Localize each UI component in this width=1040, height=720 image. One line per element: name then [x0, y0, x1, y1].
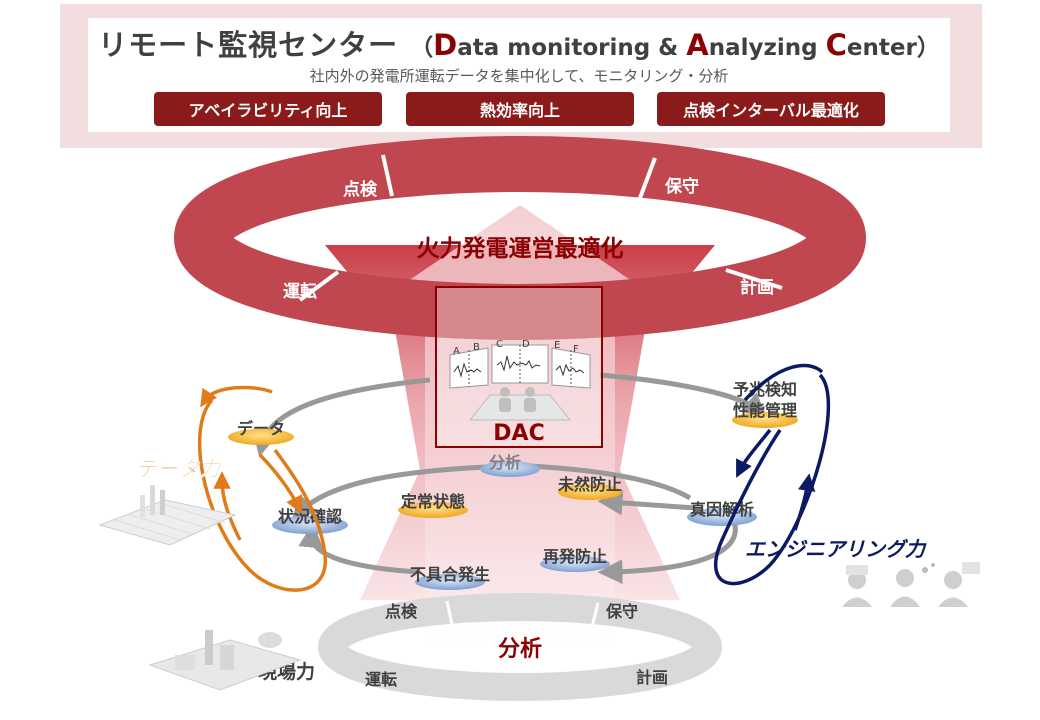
orange-loop-arrow: [213, 471, 242, 541]
orange-loop-top: [200, 385, 273, 408]
top-ring-divider: [298, 270, 340, 302]
node-label-performance-management: 性能管理: [733, 401, 797, 420]
data-grid-illustration: [98, 485, 237, 546]
capability-data-label: データ力: [136, 457, 222, 481]
bottom-ring-divider: [445, 600, 454, 626]
dac-panel-letter-f: F: [573, 344, 579, 355]
page-title: リモート監視センター （Data monitoring & Analyzing C…: [88, 22, 950, 64]
engineering-capability-loop: [714, 363, 830, 586]
title-paren-close: ）: [916, 35, 940, 61]
node-label-failure-occurrence: 不具合発生: [410, 565, 490, 584]
orange-loop-outer: [197, 398, 327, 592]
engineers-illustration: [842, 562, 980, 607]
bottom-ring: 点検 保守 運転 計画 分析: [318, 593, 722, 701]
top-ring-divider: [725, 268, 783, 290]
top-ring-band: [174, 136, 866, 340]
navy-loop-outer: [714, 373, 830, 586]
cycle-arrows: [252, 372, 768, 585]
title-letter-a: A: [686, 28, 709, 62]
data-capability-loop: [197, 385, 327, 592]
node-status-check-marker: [272, 516, 348, 534]
goal-thermal-efficiency: 熱効率向上: [406, 92, 634, 126]
cycle-arrow: [597, 490, 696, 516]
navy-loop-top: [743, 363, 824, 402]
dac-panel-letter-d: D: [522, 339, 530, 350]
navy-loop-arrow: [793, 473, 816, 531]
top-ring-divider: [381, 154, 394, 197]
dac-operator: [500, 387, 510, 397]
dac-waveform: [453, 362, 482, 378]
node-prevention-marker: [558, 484, 622, 500]
title-english: （Data monitoring & Analyzing Center）: [410, 28, 940, 62]
node-label-root-cause: 真因解析: [690, 500, 754, 519]
header-box: リモート監視センター （Data monitoring & Analyzing C…: [88, 18, 950, 132]
dac-panel-letter-c: C: [496, 339, 503, 350]
top-ring-center-title: 火力発電運営最適化: [417, 235, 624, 262]
capability-engineering-label: エンジニアリング力: [745, 537, 927, 561]
dac-panel-letter-b: B: [473, 342, 480, 353]
dac-label: DAC: [493, 421, 544, 446]
node-failure-marker: [415, 574, 485, 590]
dac-operator: [525, 387, 535, 397]
top-ring-label-inspection: 点検: [343, 179, 378, 200]
plant-illustration: [148, 630, 302, 691]
node-recurrence-marker: [540, 556, 610, 572]
title-letter-c: C: [825, 28, 847, 62]
top-ring-label-planning: 計画: [740, 277, 774, 298]
node-label-status-check: 状況確認: [278, 507, 342, 526]
title-letter-d: D: [433, 28, 458, 62]
dac-box: A B C D E F DAC: [435, 286, 603, 448]
node-label-data: データ: [237, 419, 285, 438]
title-word-analyzing: nalyzing: [708, 35, 826, 61]
top-ring-label-maintenance: 保守: [664, 176, 699, 197]
dac-desk: [468, 394, 572, 421]
node-steady-state-marker: [398, 502, 468, 518]
top-ring-divider: [638, 157, 657, 199]
node-root-cause-marker: [687, 508, 757, 526]
title-word-center: enter: [846, 35, 917, 61]
cycle-arrow: [291, 463, 509, 521]
dac-operator: [499, 398, 511, 412]
dac-operator: [524, 398, 536, 412]
bottom-ring-divider: [590, 602, 600, 628]
node-predictive-marker: [732, 412, 798, 428]
goal-inspection-interval: 点検インターバル最適化: [657, 92, 885, 126]
cycle-arrow: [529, 463, 692, 501]
orange-loop-arrow: [258, 453, 302, 514]
node-data-marker: [228, 429, 294, 445]
navy-loop-arrow: [736, 428, 772, 478]
dac-panel-letter-a: A: [453, 346, 460, 357]
top-ring: 点検 保守 計画 運転 火力発電運営最適化: [174, 136, 866, 340]
subtitle: 社内外の発電所運転データを集中化して、モニタリング・分析: [309, 67, 729, 85]
title-japanese: リモート監視センター: [98, 28, 399, 62]
bottom-ring-center-title: 分析: [498, 637, 542, 662]
node-label-analysis: 分析: [489, 453, 521, 472]
bottom-ring-label-inspection: 点検: [385, 602, 418, 621]
node-analysis-marker: [480, 461, 540, 477]
dac-panel-letter-e: E: [554, 340, 560, 351]
dac-waveform: [496, 355, 541, 372]
bottom-ring-label-operation: 運転: [365, 670, 397, 689]
node-label-recurrence-prevention: 再発防止: [543, 547, 607, 566]
bottom-ring-label-planning: 計画: [636, 668, 668, 687]
top-ring-label-operation: 運転: [283, 281, 317, 302]
dac-waveform: [555, 363, 585, 377]
goal-availability: アベイラビリティ向上: [154, 92, 382, 126]
node-label-steady-state: 定常状態: [400, 492, 465, 511]
title-word-data: ata monitoring &: [457, 35, 687, 61]
bottom-ring-band: [318, 593, 722, 701]
bottom-ring-label-maintenance: 保守: [605, 602, 638, 621]
title-paren-open: （: [410, 35, 434, 61]
cycle-arrow: [597, 524, 738, 585]
cycle-arrow: [298, 522, 421, 575]
cycle-arrow: [599, 372, 768, 418]
node-label-prevention: 未然防止: [557, 475, 622, 494]
